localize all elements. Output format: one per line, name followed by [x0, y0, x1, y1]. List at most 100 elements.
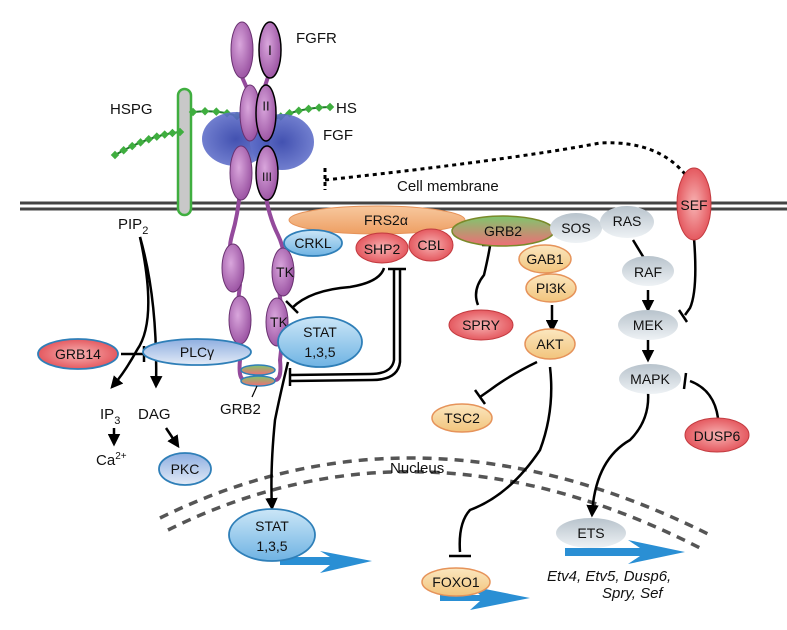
grb2-small-pointer: [251, 385, 258, 398]
ip3-label: IP3: [100, 406, 120, 427]
svg-text:DUSP6: DUSP6: [694, 428, 741, 444]
sef-dotted-inhibition: [324, 141, 690, 182]
grb2-small-disc-top: [240, 364, 276, 376]
svg-text:STAT: STAT: [303, 324, 337, 340]
node-sef[interactable]: SEF: [676, 167, 712, 241]
hs-sugar-unit: [200, 107, 210, 116]
fgfr-tk1-left: [221, 243, 245, 293]
nucleus-label: Nucleus: [390, 460, 444, 477]
dag-label: DAG: [138, 406, 171, 423]
node-mek[interactable]: MEK: [618, 310, 678, 340]
fgfr-d3-left: [229, 145, 253, 201]
tk-label-1: TK: [276, 264, 295, 280]
hs-sugar-unit: [144, 135, 153, 144]
node-plcg[interactable]: PLCγ: [142, 338, 252, 366]
hspg-core: [176, 87, 193, 217]
svg-text:1,3,5: 1,3,5: [304, 344, 335, 360]
hs-sugar-unit: [294, 106, 304, 115]
hs-sugar-unit: [136, 138, 145, 147]
domain-ii-label: II: [262, 99, 269, 114]
fgfr-d2-right: [255, 84, 277, 142]
node-pkc[interactable]: PKC: [158, 452, 212, 486]
node-ras[interactable]: RAS: [600, 206, 654, 238]
node-stat-nuclear[interactable]: STAT 1,3,5: [228, 508, 316, 562]
node-akt[interactable]: AKT: [524, 328, 576, 360]
svg-text:RAF: RAF: [634, 264, 662, 280]
transcription-arrows: [280, 540, 685, 610]
node-spry[interactable]: SPRY: [448, 309, 514, 341]
hs-sugar-unit: [119, 146, 128, 155]
fgfr-tk1-right: [271, 247, 295, 297]
hs-sugar-unit: [212, 107, 221, 116]
fgfr-d1-left: [230, 21, 254, 79]
node-gab1[interactable]: GAB1: [518, 244, 572, 274]
svg-text:MAPK: MAPK: [630, 371, 670, 387]
node-pi3k[interactable]: PI3K: [525, 273, 577, 303]
node-dusp6[interactable]: DUSP6: [684, 417, 750, 453]
foxo1-transcription-arrow: [440, 586, 530, 610]
fgfr-d1-right: [258, 21, 282, 79]
node-crkl[interactable]: CRKL: [283, 229, 343, 257]
target-genes-line1: Etv4, Etv5, Dusp6,: [547, 568, 671, 585]
node-grb2[interactable]: GRB2: [451, 215, 555, 247]
node-foxo1[interactable]: FOXO1: [421, 567, 491, 597]
node-cbl[interactable]: CBL: [408, 228, 454, 262]
hs-sugar-unit: [325, 102, 335, 112]
svg-text:FRS2α: FRS2α: [364, 212, 408, 228]
svg-text:SEF: SEF: [680, 197, 707, 213]
hspg-label: HSPG: [110, 101, 153, 118]
fgfr-label: FGFR: [296, 30, 337, 47]
domain-i-label: I: [268, 42, 272, 58]
node-stat-cytoplasmic[interactable]: STAT 1,3,5: [277, 316, 363, 368]
svg-text:GRB14: GRB14: [55, 346, 101, 362]
fgfr-d3-right: [255, 145, 279, 201]
nuclear-envelope: [159, 456, 711, 550]
target-genes-line2: Spry, Sef: [602, 585, 664, 602]
ets-transcription-arrow: [565, 540, 685, 564]
tk-label-2: TK: [270, 314, 289, 330]
hs-sugar-unit: [160, 130, 169, 139]
node-grb14[interactable]: GRB14: [37, 338, 119, 370]
svg-text:SHP2: SHP2: [364, 241, 401, 257]
svg-text:FOXO1: FOXO1: [432, 574, 480, 590]
svg-text:SOS: SOS: [561, 220, 591, 236]
svg-text:MEK: MEK: [633, 317, 664, 333]
node-sos[interactable]: SOS: [550, 213, 602, 243]
svg-text:RAS: RAS: [613, 213, 642, 229]
node-ets[interactable]: ETS: [556, 518, 626, 548]
node-raf[interactable]: RAF: [622, 256, 674, 286]
hs-sugar-unit: [127, 141, 137, 151]
svg-text:PI3K: PI3K: [536, 280, 567, 296]
node-tsc2[interactable]: TSC2: [431, 403, 493, 433]
connectors: [107, 236, 720, 558]
hs-sugar-unit: [188, 107, 198, 117]
fgfr-tk2-left: [228, 295, 252, 345]
svg-text:STAT: STAT: [255, 518, 289, 534]
svg-text:ETS: ETS: [577, 525, 604, 541]
node-shp2[interactable]: SHP2: [355, 232, 409, 264]
fgf-label: FGF: [323, 127, 353, 144]
hs-sugar-unit: [152, 132, 162, 141]
hs-sugar-unit: [110, 150, 120, 160]
svg-text:CBL: CBL: [417, 237, 444, 253]
node-mapk[interactable]: MAPK: [619, 364, 681, 394]
svg-text:PLCγ: PLCγ: [180, 344, 214, 360]
cell-membrane-label: Cell membrane: [397, 178, 499, 195]
svg-text:PKC: PKC: [171, 461, 200, 477]
svg-text:AKT: AKT: [536, 336, 564, 352]
hs-label: HS: [336, 100, 357, 117]
grb2-small-disc-bottom: [240, 375, 276, 387]
hs-sugar-unit: [304, 104, 313, 114]
svg-text:1,3,5: 1,3,5: [256, 538, 287, 554]
ca-label: Ca2+: [96, 451, 127, 469]
svg-text:GRB2: GRB2: [484, 223, 522, 239]
grb2-small-label: GRB2: [220, 401, 261, 418]
domain-iii-label: III: [262, 170, 272, 184]
svg-text:TSC2: TSC2: [444, 410, 480, 426]
svg-text:SPRY: SPRY: [462, 317, 501, 333]
hs-sugar-unit: [175, 127, 185, 137]
hs-sugar-unit: [314, 103, 324, 112]
pip2-label: PIP2: [118, 216, 148, 237]
hs-sugar-unit: [168, 128, 177, 138]
